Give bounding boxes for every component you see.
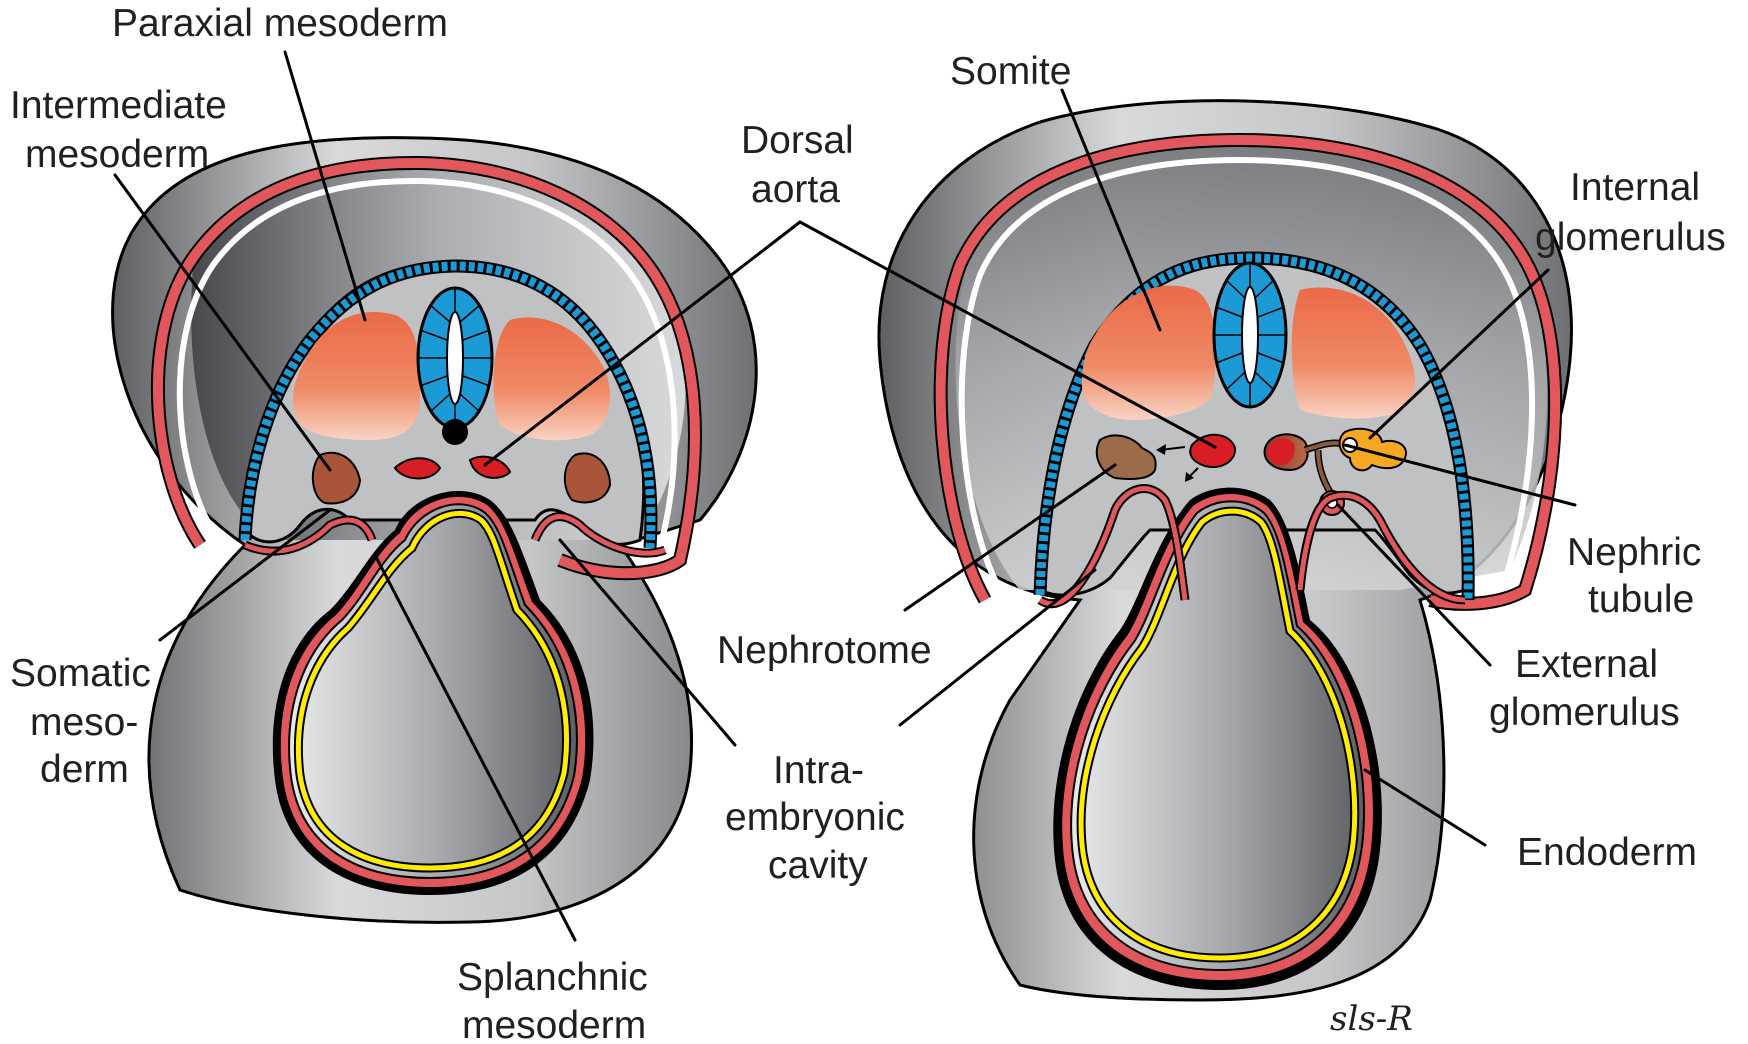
label-nephric-tubule-2: tubule bbox=[1588, 578, 1694, 621]
label-internal-glomerulus-2: glomerulus bbox=[1535, 216, 1726, 259]
label-splanchnic-mesoderm-2: mesoderm bbox=[462, 1004, 646, 1044]
label-nephrotome: Nephrotome bbox=[717, 629, 932, 672]
label-external-glomerulus-2: glomerulus bbox=[1489, 691, 1680, 734]
left-embryo bbox=[113, 138, 757, 923]
label-splanchnic-mesoderm-1: Splanchnic bbox=[457, 956, 648, 999]
label-nephric-tubule-1: Nephric bbox=[1567, 531, 1701, 574]
label-somatic-mesoderm-3: derm bbox=[40, 748, 129, 791]
label-intraembryonic-cavity-1: Intra- bbox=[773, 749, 864, 792]
label-somite: Somite bbox=[950, 50, 1071, 93]
label-external-glomerulus-1: External bbox=[1515, 643, 1658, 686]
label-dorsal-aorta-1: Dorsal bbox=[741, 119, 854, 162]
label-dorsal-aorta-2: aorta bbox=[751, 168, 840, 211]
label-intraembryonic-cavity-2: embryonic bbox=[725, 796, 905, 839]
left-notochord bbox=[442, 419, 468, 445]
label-somatic-mesoderm-2: meso- bbox=[30, 701, 138, 744]
label-endoderm: Endoderm bbox=[1517, 831, 1697, 874]
right-dorsal-aorta-left bbox=[1190, 435, 1235, 467]
label-intermediate-mesoderm-1: Intermediate bbox=[10, 84, 227, 127]
label-paraxial-mesoderm: Paraxial mesoderm bbox=[112, 2, 448, 45]
label-somatic-mesoderm-1: Somatic bbox=[10, 652, 151, 695]
artist-signature: sls-R bbox=[1330, 999, 1413, 1039]
label-intermediate-mesoderm-2: mesoderm bbox=[25, 133, 209, 176]
right-embryo bbox=[879, 101, 1572, 1000]
label-intraembryonic-cavity-3: cavity bbox=[768, 844, 868, 887]
label-internal-glomerulus-1: Internal bbox=[1570, 166, 1700, 209]
